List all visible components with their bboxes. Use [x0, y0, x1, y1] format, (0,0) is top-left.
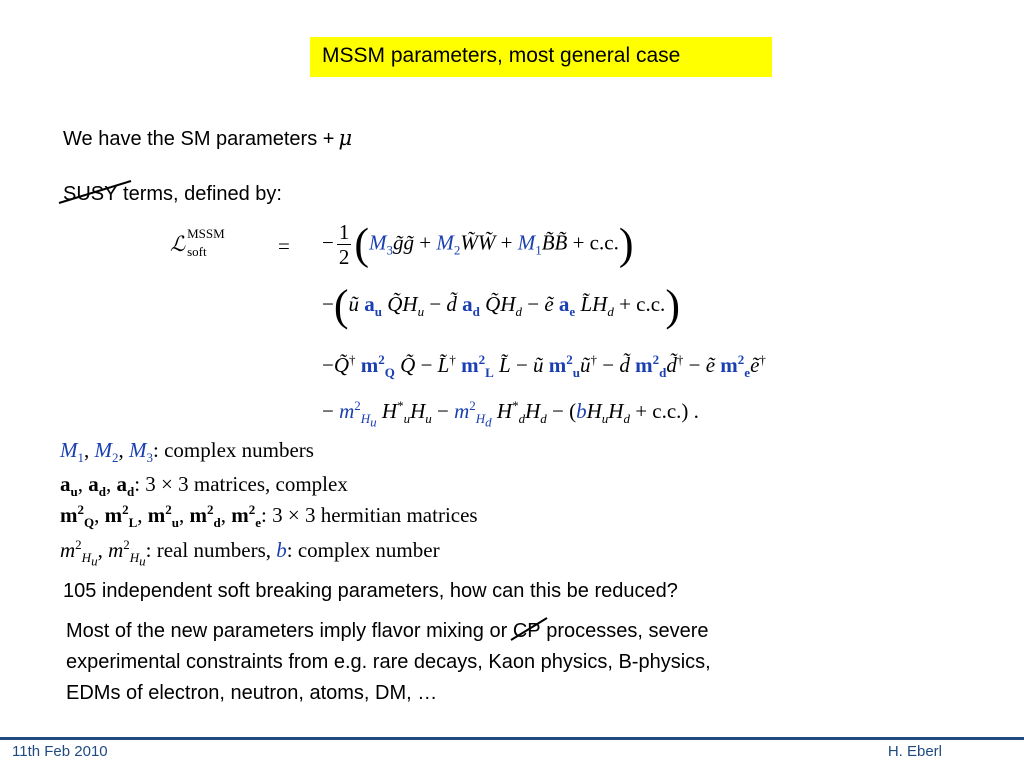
mu-symbol: μ — [338, 126, 353, 150]
definition-mass-matrices: m2Q, m2L, m2u, m2d, m2e: 3 × 3 hermitian… — [60, 502, 478, 531]
paragraph-line-1a: Most of the new parameters imply flavor … — [66, 620, 508, 642]
equals-sign: = — [278, 234, 290, 258]
strike-mark — [510, 617, 548, 641]
struck-susy: SUSY — [58, 180, 132, 206]
summary-line: 105 independent soft breaking parameters… — [63, 580, 678, 602]
slide-title: MSSM parameters, most general case — [310, 37, 772, 77]
strike-mark — [58, 180, 132, 204]
definition-b-desc: complex number — [297, 538, 440, 562]
slide-title-text: MSSM parameters, most general case — [322, 44, 681, 67]
definition-gauginos-desc: complex numbers — [164, 438, 314, 462]
paragraph-line-2: experimental constraints from e.g. rare … — [66, 651, 711, 673]
definition-higgs-desc: real numbers, — [156, 538, 272, 562]
susy-terms-line: SUSY terms, defined by: — [58, 180, 282, 206]
footer-author: H. Eberl — [887, 743, 942, 760]
footer-date: 11th Feb 2010 — [12, 743, 108, 760]
paragraph-line-1: Most of the new parameters imply flavor … — [66, 617, 709, 643]
lagrangian-symbol: ℒ — [170, 232, 186, 256]
paragraph-line-3: EDMs of electron, neutron, atoms, DM, … — [66, 682, 438, 704]
definition-gauginos: M1, M2, M3: complex numbers — [60, 438, 314, 466]
footer-divider — [0, 737, 1024, 740]
paragraph-line-1b: processes, severe — [540, 620, 709, 642]
equation-row-4: − m2Hu H*uHu − m2Hd H*dHd − (bHuHd + c.c… — [322, 398, 699, 430]
equation-row-3: −Q̃† m2Q Q̃ − L̃† m2L L̃ − ũ m2uũ† − d̃ … — [322, 352, 766, 381]
definition-trilinear-desc: 3 × 3 matrices, complex — [145, 472, 348, 496]
definition-higgs: m2Hu, m2Hu: real numbers, b: complex num… — [60, 537, 440, 569]
lhs-superscript: MSSM — [187, 226, 225, 241]
definition-trilinear: au, ad, ad: 3 × 3 matrices, complex — [60, 472, 348, 500]
sm-parameters-text: We have the SM parameters + — [63, 128, 335, 150]
definition-mass-matrices-desc: 3 × 3 hermitian matrices — [272, 503, 478, 527]
struck-cp: CP — [510, 617, 548, 643]
sm-parameters-line: We have the SM parameters +μ — [63, 126, 352, 151]
equation-row-2: −(ũ au Q̃Hu − d̃ ad Q̃Hd − ẽ ae L̃Hd + c… — [322, 281, 680, 330]
lhs-subscript: soft — [187, 244, 207, 259]
terms-defined-text: terms, defined by: — [117, 183, 282, 205]
